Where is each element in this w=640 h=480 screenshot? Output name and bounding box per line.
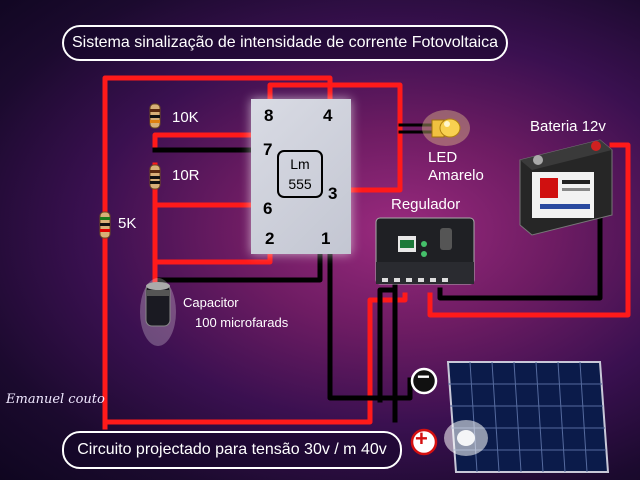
plus-symbol: +	[415, 426, 428, 451]
minus-symbol: −	[417, 364, 430, 389]
ic-label-line2: 555	[288, 176, 312, 192]
battery-label: Bateria 12v	[530, 118, 606, 135]
ic-label-line1: Lm	[290, 156, 310, 172]
ic-pin-2: 2	[265, 229, 275, 248]
negative-wires	[152, 147, 603, 423]
resistor-10k-label: 10K	[172, 109, 199, 126]
footer-text: Circuito projectado para tensão 30v / m …	[77, 441, 387, 458]
capacitor-graphic	[140, 278, 176, 346]
ic-pin-4: 4	[323, 106, 333, 125]
author-signature: Emanuel couto	[6, 392, 105, 407]
resistor-10r-label: 10R	[172, 167, 200, 184]
ic-555-body	[251, 99, 351, 254]
regulator-graphic	[375, 217, 475, 285]
diagram-footer: Circuito projectado para tensão 30v / m …	[62, 431, 402, 469]
positive-wires	[102, 75, 631, 430]
led-label: LED	[428, 149, 458, 166]
ic-pin-8: 8	[264, 106, 274, 125]
led-graphic	[422, 110, 470, 146]
ic-label: Lm 555	[277, 150, 323, 198]
resistor-5k	[99, 211, 111, 239]
regulator-label: Regulador	[391, 196, 461, 213]
battery-graphic	[519, 139, 613, 236]
led-color-label: Amarelo	[428, 167, 484, 184]
capacitor-value: 100 microfarads	[195, 315, 289, 330]
diagram-title: Sistema sinalização de intensidade de co…	[62, 25, 508, 61]
solar-panel-graphic	[444, 361, 610, 473]
title-text: Sistema sinalização de intensidade de co…	[71, 34, 499, 51]
ic-pin-6: 6	[263, 199, 273, 218]
ic-pin-1: 1	[321, 229, 331, 248]
resistor-10k	[149, 103, 161, 129]
resistor-5k-label: 5K	[118, 215, 137, 232]
capacitor-label: Capacitor	[183, 295, 239, 310]
minus-marker	[410, 367, 438, 395]
ic-pin-3: 3	[328, 184, 338, 203]
plus-marker	[410, 428, 438, 456]
resistor-10r	[149, 164, 161, 190]
ic-pin-7: 7	[263, 140, 273, 159]
